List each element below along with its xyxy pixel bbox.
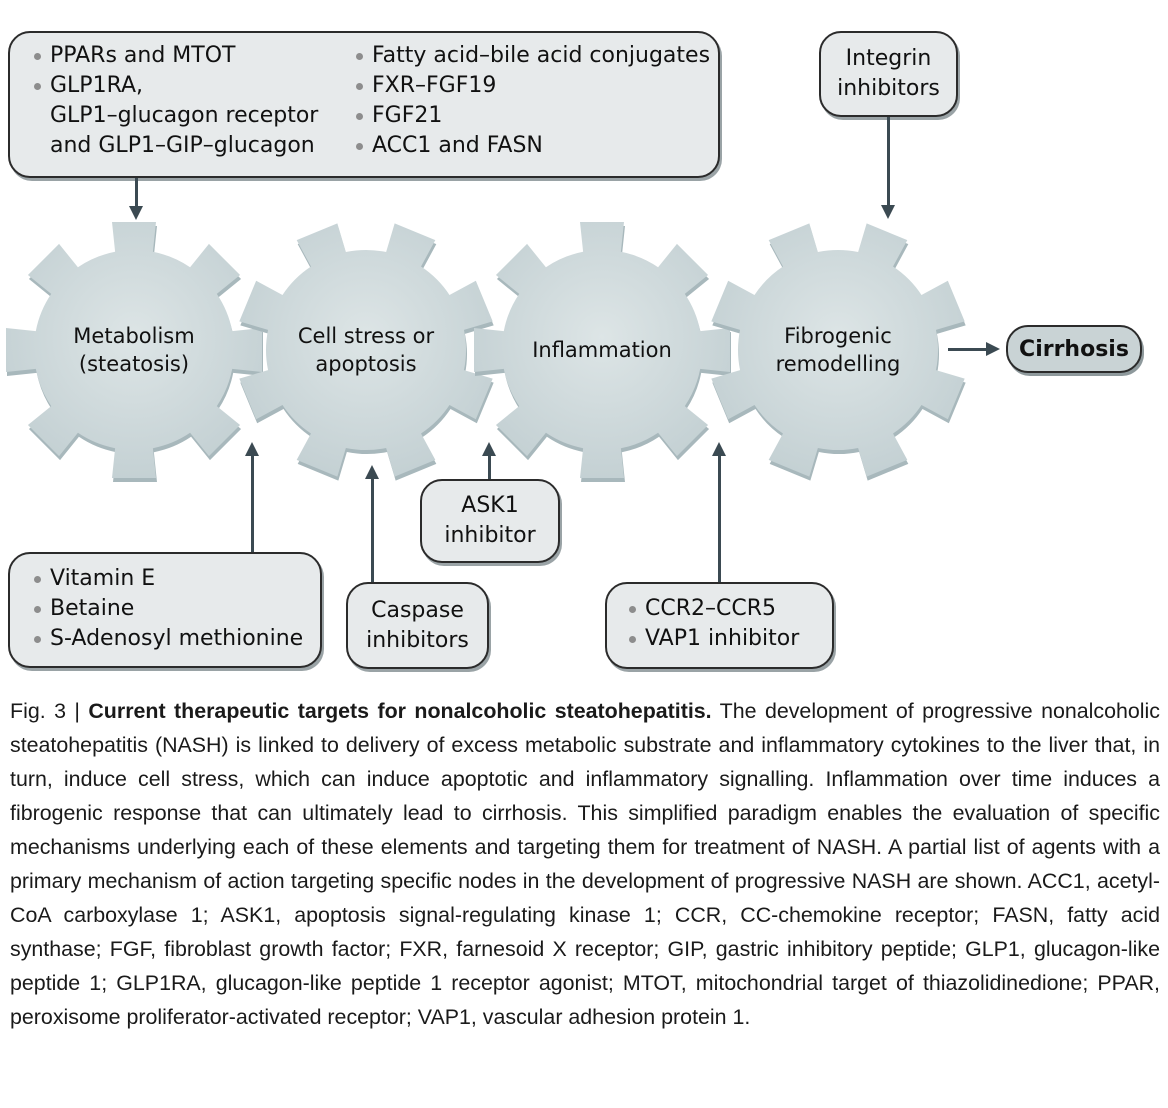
gears-diagram	[6, 222, 966, 482]
integrin-line1: Integrin	[845, 46, 932, 71]
gear-label-line: (steatosis)	[78, 352, 190, 376]
metabolism-targets-left-list: PPARs and MTOT GLP1RA, GLP1–glucagon rec…	[32, 41, 318, 161]
gear-label-metabolism: Metabolism (steatosis)	[44, 310, 224, 390]
ask1-line1: ASK1	[461, 493, 519, 518]
gear-fibrogenic	[711, 223, 965, 477]
arrow-line	[488, 455, 491, 480]
arrow-head-up-icon	[365, 465, 379, 479]
arrow-line	[718, 455, 721, 583]
figure-caption: Fig. 3 | Current therapeutic targets for…	[10, 694, 1160, 1034]
list-item: S-Adenosyl methionine	[32, 624, 320, 654]
ask1-line2: inhibitor	[444, 523, 536, 548]
gear-inflammation	[474, 222, 730, 478]
arrow-line	[887, 117, 890, 207]
list-item: Fatty acid–bile acid conjugates	[354, 41, 710, 71]
arrow-line	[135, 178, 138, 208]
metabolism-targets-right-list: Fatty acid–bile acid conjugates FXR–FGF1…	[354, 41, 710, 161]
list-item: ACC1 and FASN	[354, 131, 710, 161]
antioxidant-targets-box: Vitamin E Betaine S-Adenosyl methionine	[8, 552, 322, 668]
ccr-targets-list: CCR2–CCR5 VAP1 inhibitor	[627, 594, 832, 654]
arrow-head-up-icon	[245, 442, 259, 456]
gear-label-inflammation: Inflammation	[512, 310, 692, 390]
gear-label-line: remodelling	[775, 352, 901, 376]
figure-label: Fig. 3 |	[10, 699, 89, 723]
caspase-line2: inhibitors	[366, 627, 469, 653]
list-item-continuation: GLP1–glucagon receptor	[50, 103, 319, 128]
gear-label-fibrogenic: Fibrogenic remodelling	[748, 310, 928, 390]
antioxidant-targets-list: Vitamin E Betaine S-Adenosyl methionine	[32, 564, 320, 654]
arrow-head-down-icon	[129, 206, 143, 220]
gear-cell-stress	[239, 223, 493, 477]
arrow-head-right-icon	[986, 342, 1000, 356]
integrin-line2: inhibitors	[837, 76, 940, 101]
list-item: FXR–FGF19	[354, 71, 710, 101]
list-item: CCR2–CCR5	[627, 594, 832, 624]
gear-label-line: Fibrogenic	[784, 324, 892, 348]
arrow-line	[251, 455, 254, 553]
list-item: Betaine	[32, 594, 320, 624]
gear-label-line: Cell stress or	[297, 324, 435, 348]
gear-metabolism	[6, 222, 262, 478]
integrin-inhibitors-box: Integrin inhibitors	[819, 31, 958, 117]
gear-label-line: Metabolism	[73, 324, 195, 348]
arrow-head-down-icon	[881, 205, 895, 219]
gear-label-line: Inflammation	[532, 338, 672, 362]
list-item: GLP1RA,	[32, 71, 318, 101]
list-item: PPARs and MTOT	[32, 41, 318, 71]
metabolism-targets-box: PPARs and MTOT GLP1RA, GLP1–glucagon rec…	[8, 31, 720, 178]
gear-label-line: apoptosis	[315, 352, 417, 376]
ccr-targets-box: CCR2–CCR5 VAP1 inhibitor	[605, 582, 834, 669]
figure-title: Current therapeutic targets for nonalcoh…	[88, 699, 712, 723]
list-item: VAP1 inhibitor	[627, 624, 832, 654]
gear-label-cell-stress: Cell stress or apoptosis	[276, 310, 456, 390]
list-item-continuation: and GLP1–GIP–glucagon	[50, 133, 315, 158]
figure-caption-body: The development of progressive nonalcoho…	[10, 699, 1160, 1029]
caspase-inhibitors-box: Caspase inhibitors	[346, 582, 489, 669]
ask1-inhibitor-box: ASK1 inhibitor	[420, 479, 560, 563]
list-item: FGF21	[354, 101, 710, 131]
arrow-head-up-icon	[712, 442, 726, 456]
arrow-line	[948, 348, 988, 351]
arrow-head-up-icon	[482, 442, 496, 456]
list-item: Vitamin E	[32, 564, 320, 594]
caspase-line1: Caspase	[371, 597, 464, 623]
cirrhosis-outcome: Cirrhosis	[1006, 325, 1142, 373]
arrow-line	[371, 478, 374, 582]
